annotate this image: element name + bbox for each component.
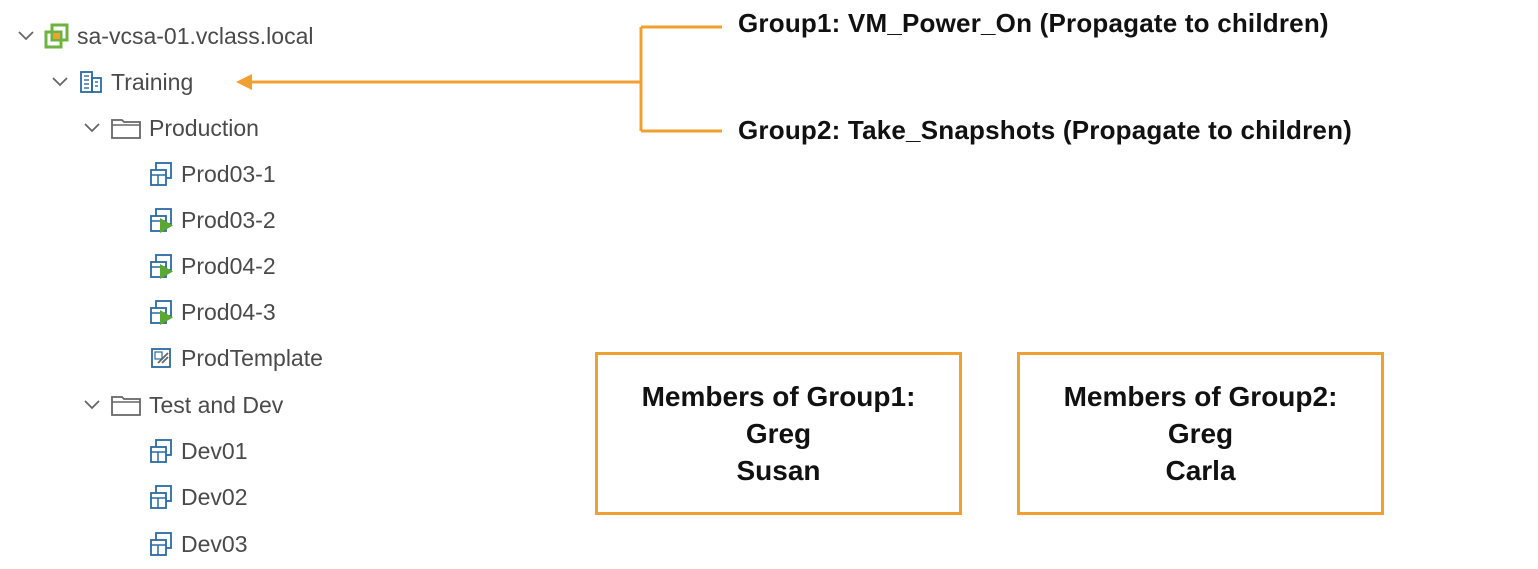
tree-node-label: Dev02 <box>181 483 248 510</box>
tree-node-vm[interactable]: Prod04-3 <box>148 292 276 332</box>
tree-node-label: Prod04-2 <box>181 252 276 279</box>
vm-powered-on-icon <box>148 253 174 279</box>
members-title: Members of Group2: <box>1063 381 1338 412</box>
tree-node-folder-production[interactable]: Production <box>80 108 259 148</box>
vm-powered-on-icon <box>148 299 174 325</box>
tree-node-vm[interactable]: Dev01 <box>148 431 247 471</box>
vm-icon <box>148 531 174 557</box>
tree-node-vm[interactable]: Prod04-2 <box>148 246 276 286</box>
member-name: Susan <box>736 455 821 486</box>
tree-node-label: Production <box>149 114 259 141</box>
tree-node-label: Training <box>111 68 194 95</box>
tree-node-folder-test-and-dev[interactable]: Test and Dev <box>80 385 283 425</box>
tree-node-vm[interactable]: Prod03-2 <box>148 200 276 240</box>
tree-node-label: ProdTemplate <box>181 344 323 371</box>
chevron-down-icon[interactable] <box>80 393 104 417</box>
member-name: Carla <box>1165 455 1236 486</box>
tree-node-label: Prod03-2 <box>181 206 276 233</box>
tree-node-vcenter[interactable]: sa-vcsa-01.vclass.local <box>14 16 313 56</box>
vm-icon <box>148 484 174 510</box>
vm-icon <box>148 438 174 464</box>
arrow-head-icon <box>236 74 252 90</box>
tree-node-vm[interactable]: Dev03 <box>148 524 247 564</box>
tree-node-vm[interactable]: Dev02 <box>148 477 247 517</box>
chevron-down-icon[interactable] <box>80 116 104 140</box>
chevron-down-icon[interactable] <box>14 24 38 48</box>
template-icon <box>148 345 174 371</box>
vcenter-icon <box>44 23 70 49</box>
annotation-group2: Group2: Take_Snapshots (Propagate to chi… <box>738 115 1353 145</box>
tree-node-template[interactable]: ProdTemplate <box>148 338 323 378</box>
vm-powered-on-icon <box>148 207 174 233</box>
tree-node-label: Dev03 <box>181 530 248 557</box>
tree-node-label: sa-vcsa-01.vclass.local <box>77 22 314 49</box>
tree-node-vm[interactable]: Prod03-1 <box>148 154 276 194</box>
member-name: Greg <box>745 418 812 449</box>
chevron-down-icon[interactable] <box>48 70 72 94</box>
annotation-group1: Group1: VM_Power_On (Propagate to childr… <box>738 8 1329 38</box>
folder-icon <box>110 392 142 418</box>
members-box-group2: Members of Group2: Greg Carla <box>1017 352 1384 515</box>
members-box-group1: Members of Group1: Greg Susan <box>595 352 962 515</box>
member-name: Greg <box>1167 418 1234 449</box>
tree-node-label: Test and Dev <box>149 391 284 418</box>
vm-icon <box>148 161 174 187</box>
tree-node-label: Prod03-1 <box>181 160 276 187</box>
datacenter-icon <box>78 69 104 95</box>
tree-node-datacenter[interactable]: Training <box>48 62 193 102</box>
tree-node-label: Dev01 <box>181 437 248 464</box>
folder-icon <box>110 115 142 141</box>
tree-node-label: Prod04-3 <box>181 298 276 325</box>
members-title: Members of Group1: <box>641 381 916 412</box>
